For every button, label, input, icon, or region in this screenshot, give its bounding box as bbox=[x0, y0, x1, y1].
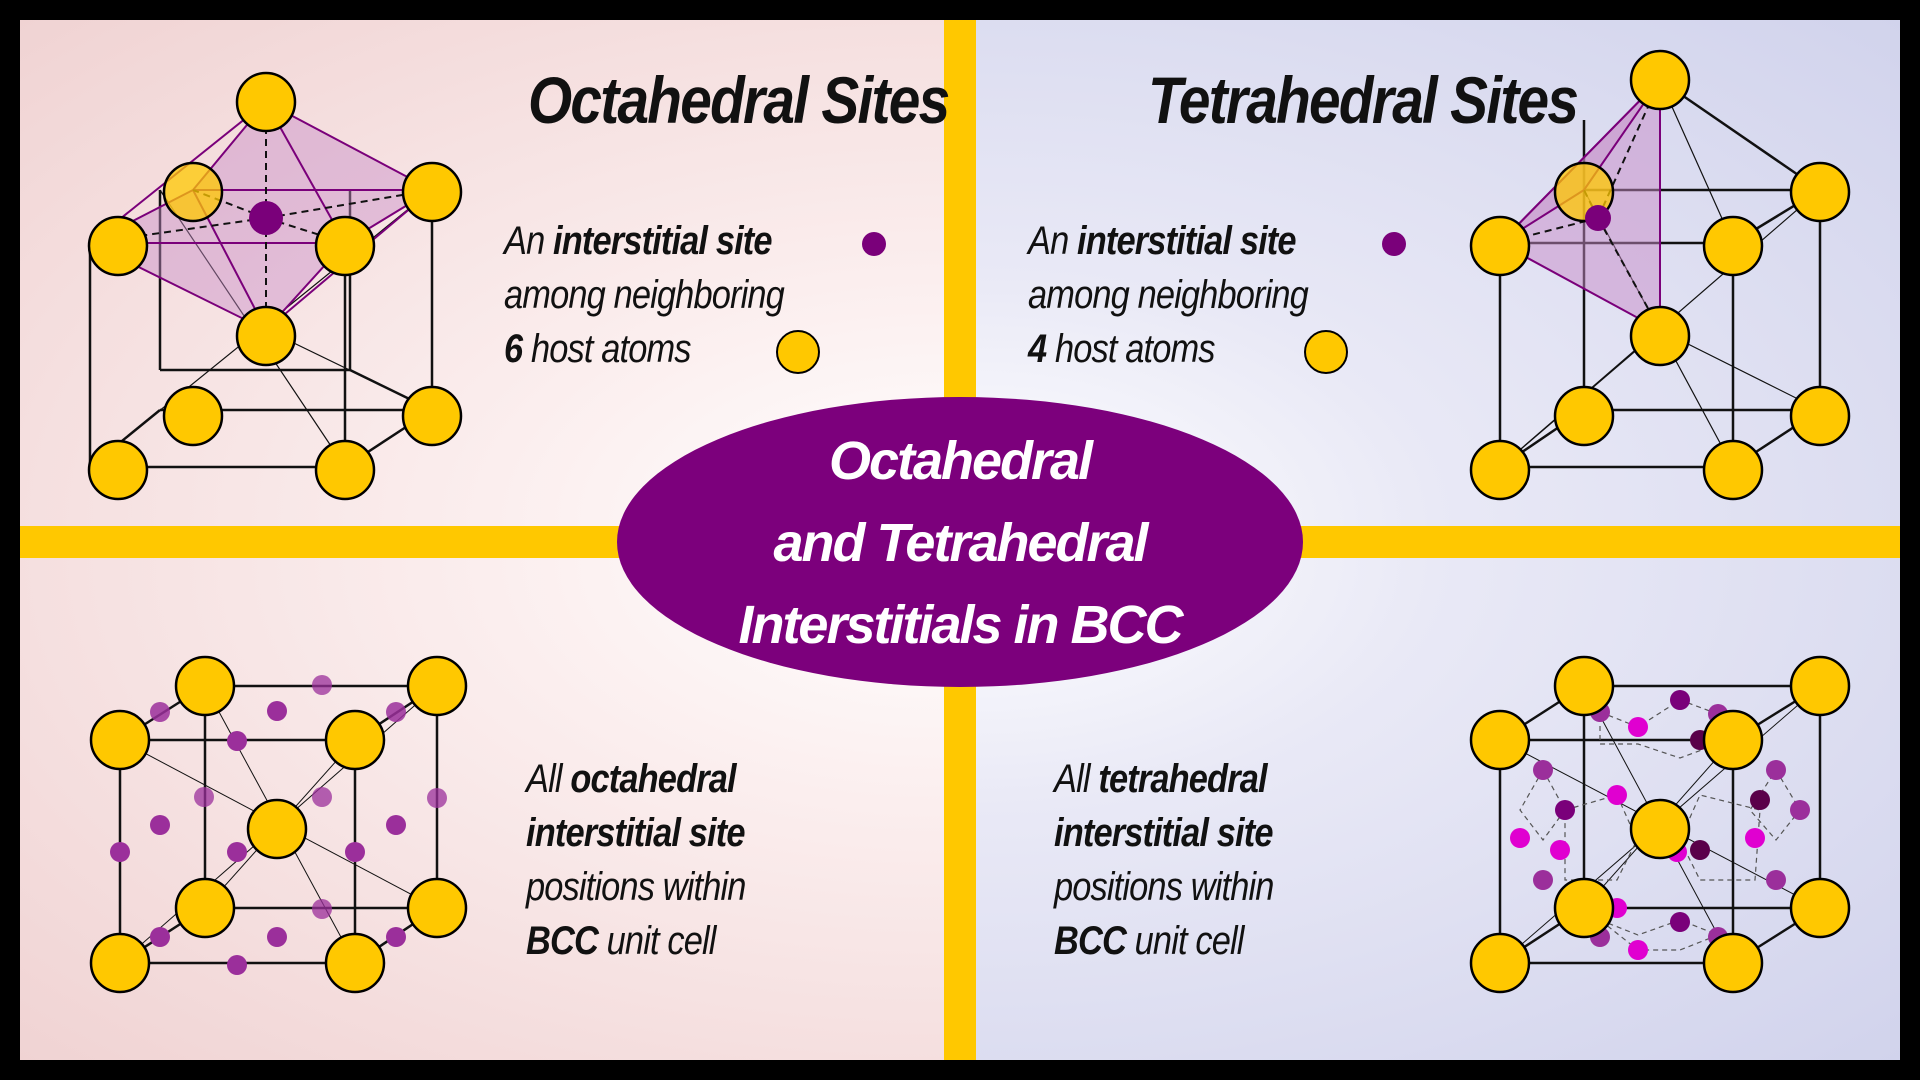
desc-text: unit cell bbox=[597, 919, 717, 963]
tetrahedral-sites-title: Tetrahedral Sites bbox=[1148, 63, 1579, 137]
bcc-octahedral-sites-diagram bbox=[89, 655, 468, 994]
center-title-line: Interstitials in BCC bbox=[738, 595, 1183, 655]
octahedral-site-diagram bbox=[87, 71, 463, 501]
desc-text: An bbox=[504, 219, 554, 263]
desc-text: All bbox=[1054, 757, 1099, 801]
center-title: Octahedral and Tetrahedral Interstitials… bbox=[617, 420, 1303, 666]
host-atom-legend-dot bbox=[1304, 330, 1348, 374]
tetrahedral-site-description: An interstitial site among neighboring 4… bbox=[1028, 214, 1309, 376]
desc-emphasis: interstitial site bbox=[1077, 219, 1296, 263]
center-title-line: and Tetrahedral bbox=[773, 513, 1148, 573]
bcc-tetrahedral-sites-diagram bbox=[1469, 655, 1851, 994]
desc-text: among neighboring bbox=[1028, 273, 1309, 317]
desc-text: host atoms bbox=[522, 327, 692, 371]
desc-text: All bbox=[526, 757, 571, 801]
center-title-line: Octahedral bbox=[828, 431, 1093, 491]
all-tetrahedral-description: All tetrahedral interstitial site positi… bbox=[1054, 752, 1274, 968]
desc-text: unit cell bbox=[1125, 919, 1245, 963]
octahedral-sites-title: Octahedral Sites bbox=[528, 63, 950, 137]
desc-text: host atoms bbox=[1046, 327, 1216, 371]
desc-emphasis: BCC bbox=[526, 919, 599, 963]
host-atom-count: 6 bbox=[504, 327, 523, 371]
desc-emphasis: interstitial site bbox=[1054, 811, 1273, 855]
desc-text: among neighboring bbox=[504, 273, 785, 317]
desc-text: positions within bbox=[1054, 865, 1274, 909]
octahedral-site-description: An interstitial site among neighboring 6… bbox=[504, 214, 785, 376]
host-atom-legend-dot bbox=[776, 330, 820, 374]
desc-emphasis: interstitial site bbox=[553, 219, 772, 263]
interstitial-site-legend-dot bbox=[1382, 232, 1406, 256]
desc-emphasis: interstitial site bbox=[526, 811, 745, 855]
desc-emphasis: octahedral bbox=[570, 757, 736, 801]
desc-emphasis: BCC bbox=[1054, 919, 1127, 963]
tetrahedral-site-diagram bbox=[1469, 49, 1851, 501]
desc-emphasis: tetrahedral bbox=[1098, 757, 1267, 801]
interstitial-site-legend-dot bbox=[862, 232, 886, 256]
center-title-ellipse bbox=[617, 397, 1303, 687]
host-atom-count: 4 bbox=[1028, 327, 1047, 371]
desc-text: An bbox=[1028, 219, 1078, 263]
all-octahedral-description: All octahedral interstitial site positio… bbox=[526, 752, 746, 968]
desc-text: positions within bbox=[526, 865, 746, 909]
